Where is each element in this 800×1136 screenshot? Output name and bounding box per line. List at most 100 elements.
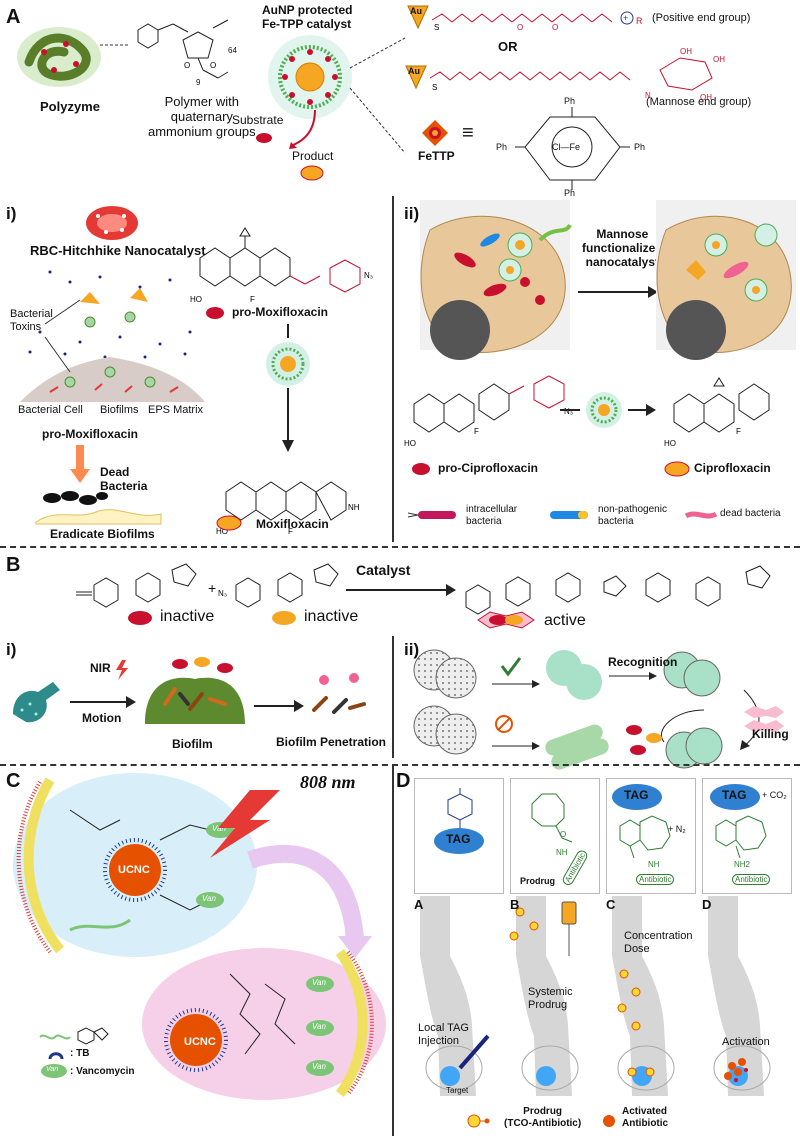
down-arrow-moxi xyxy=(282,324,294,452)
d-target-label: Target xyxy=(446,1086,469,1095)
penetrated-biofilm xyxy=(312,673,366,714)
b-reactant-2: N₃ xyxy=(218,563,339,608)
legend-van-label: : Vancomycin xyxy=(70,1066,135,1077)
svg-text:F: F xyxy=(288,527,293,536)
recognition-label: Recognition xyxy=(608,655,678,669)
d-concentration-label: Concentration Dose xyxy=(624,930,693,955)
pro-moxi-structure-label: pro-Moxifloxacin xyxy=(232,305,329,319)
mannose-label: Mannose functionalized nanocatalyst xyxy=(582,227,663,269)
legend-nonpath-label: non-pathogenic bacteria xyxy=(598,504,667,527)
divider-cd xyxy=(392,766,394,1136)
panel-a-ii-label: ii) xyxy=(404,204,420,223)
panel-b-i-label: i) xyxy=(6,640,17,659)
svg-text:O: O xyxy=(517,23,523,32)
penetration-label: Biofilm Penetration xyxy=(276,735,387,749)
eradicate-label: Eradicate Biofilms xyxy=(50,527,155,541)
legend-linker-icon xyxy=(39,1034,71,1040)
svg-text:HO: HO xyxy=(404,439,416,448)
b-inactive-1: inactive xyxy=(160,608,215,625)
cl-fe-label: Cl—Fe xyxy=(552,142,581,152)
ph-right: Ph xyxy=(634,142,646,152)
killing-label: Killing xyxy=(752,727,789,741)
bacterial-cell-label: Bacterial Cell xyxy=(18,404,83,416)
d-tco-structure xyxy=(531,793,573,843)
wavelength-label: 808 nm xyxy=(300,772,356,792)
product-star xyxy=(300,165,324,181)
pro-moxi-left-label: pro-Moxifloxacin xyxy=(42,427,139,441)
b-active-label: active xyxy=(544,612,586,629)
d-release-structure xyxy=(715,815,767,859)
dead-bacteria-cluster xyxy=(43,491,108,505)
ph-top: Ph xyxy=(564,96,576,106)
d-tag-oval-2 xyxy=(612,784,662,810)
ph-left: Ph xyxy=(496,142,508,152)
d-legend-prodrug-icon xyxy=(467,1114,490,1128)
panel-a-i-label: i) xyxy=(6,204,17,223)
rbc-icon xyxy=(86,206,138,240)
or-label: OR xyxy=(498,39,518,54)
svg-text:N₃: N₃ xyxy=(564,407,573,416)
svg-text:NH: NH xyxy=(348,503,360,512)
fettp-label: FeTTP xyxy=(418,149,455,163)
catalyst-dashed-links xyxy=(349,37,406,154)
d-n2-label: + N₂ xyxy=(668,824,686,834)
legend-intracellular-label: intracellular bacteria xyxy=(466,504,518,527)
divider-b xyxy=(392,636,394,758)
rbc-label: RBC-Hitchhike Nanocatalyst xyxy=(30,243,206,258)
aunp-catalyst xyxy=(268,35,352,119)
van-pill-3: Van xyxy=(312,978,326,987)
legend-intracellular-icon xyxy=(407,511,456,519)
van-pill-4: Van xyxy=(312,1022,326,1031)
moxi-star xyxy=(216,515,242,531)
b-catalyst-arrow xyxy=(346,584,456,596)
equiv-sign: ≡ xyxy=(462,122,474,144)
ph-bottom: Ph xyxy=(564,188,576,198)
d-sub-d: D xyxy=(702,897,712,912)
svg-text:S: S xyxy=(434,23,439,32)
svg-text:HO: HO xyxy=(216,527,228,536)
cipro-label: Ciprofloxacin xyxy=(694,461,771,475)
catalyst-title: AuNP protected Fe-TPP catalyst xyxy=(262,3,353,31)
d-o-label: O xyxy=(560,830,567,839)
positive-end-label: (Positive end group) xyxy=(652,12,751,24)
mannose-arrow xyxy=(578,286,658,298)
b-inactive-red xyxy=(128,611,152,625)
d-antibiotic-2: Antibiotic xyxy=(636,874,675,886)
svg-text:HO: HO xyxy=(190,295,202,304)
cell-before xyxy=(420,200,572,360)
d-prodrug-box xyxy=(510,778,600,894)
cipro-arrow xyxy=(560,404,656,416)
pro-moxi-pill xyxy=(206,307,224,319)
d-sub-b: B xyxy=(510,897,520,912)
legend-van-pill-text: Van xyxy=(46,1066,59,1073)
d-tag-label-2: TAG xyxy=(624,788,649,802)
svg-text:N: N xyxy=(645,91,651,100)
cipro-structure: HOF xyxy=(664,377,770,448)
legend-tb-icon xyxy=(48,1052,64,1060)
d-antibiotic-3: Antibiotic xyxy=(732,874,771,886)
substrate-pill xyxy=(256,133,272,143)
catalyst-small-2 xyxy=(586,392,622,428)
svg-text:OH: OH xyxy=(713,55,725,64)
legend-tetrazine-icon xyxy=(77,1027,109,1045)
b-ii-scene xyxy=(413,649,784,770)
d-activation-label: Activation xyxy=(722,1036,770,1048)
divider-a xyxy=(392,196,394,542)
motor-icon xyxy=(13,682,60,723)
porphyrin-structure xyxy=(515,107,630,190)
d-local-tag-label: Local TAG Injection xyxy=(418,1022,469,1047)
transfer-arrow xyxy=(247,844,372,958)
svg-text:O: O xyxy=(210,61,216,70)
pro-cipro-label: pro-Ciprofloxacin xyxy=(438,461,539,475)
nir-label: NIR xyxy=(90,661,111,675)
orange-down-arrow xyxy=(70,445,90,483)
svg-text:F: F xyxy=(736,427,741,436)
svg-text:R: R xyxy=(636,16,643,26)
divider-bc xyxy=(0,764,800,766)
legend-nonpath-icon xyxy=(550,511,588,519)
d-systemic-label: Systemic Prodrug xyxy=(528,986,573,1011)
d-nh2-label: NH2 xyxy=(734,860,751,869)
